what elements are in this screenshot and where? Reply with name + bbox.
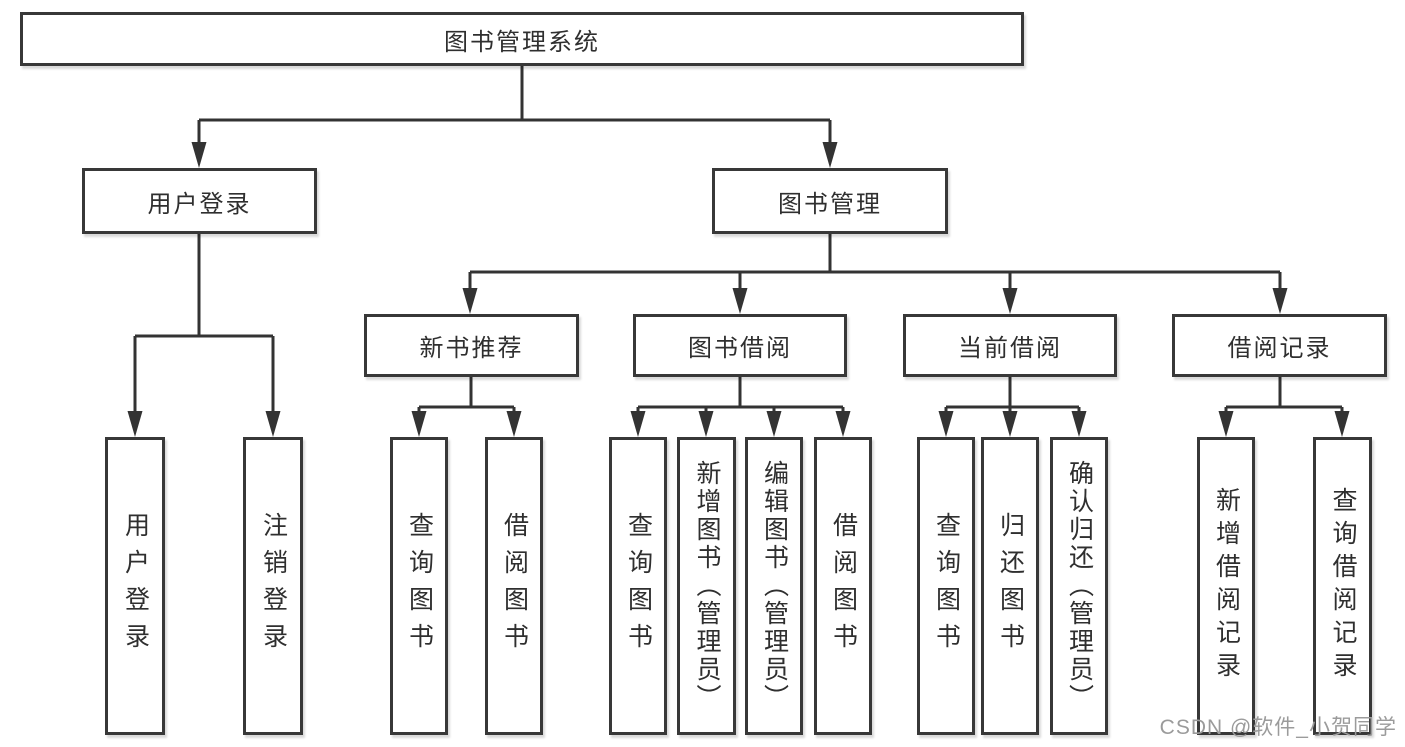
node-label: 图书管理系统 — [444, 28, 600, 56]
csdn-watermark: CSDN @软件_小贺同学 — [1159, 716, 1397, 739]
node-current-borrow: 当前借阅 — [903, 314, 1117, 377]
leaf-user-login: 用户登录 — [105, 437, 165, 735]
leaf-current-confirm-return-admin: 确认归还（管理员） — [1050, 437, 1108, 735]
node-book-borrow: 图书借阅 — [633, 314, 847, 377]
leaf-label: 新增图书（管理员） — [693, 460, 721, 712]
leaf-borrow-query-books: 查询图书 — [609, 437, 667, 735]
leaf-label: 查询借阅记录 — [1329, 487, 1357, 685]
node-user-login: 用户登录 — [82, 168, 317, 234]
node-borrow-record: 借阅记录 — [1172, 314, 1387, 377]
node-label: 用户登录 — [147, 190, 252, 218]
node-label: 当前借阅 — [958, 335, 1062, 362]
leaf-label: 新增借阅记录 — [1212, 487, 1241, 685]
leaf-label: 查询图书 — [405, 512, 434, 660]
leaf-recommend-query-books: 查询图书 — [390, 437, 448, 735]
leaf-borrow-borrow-books: 借阅图书 — [814, 437, 872, 735]
leaf-label: 注销登录 — [259, 512, 288, 660]
leaf-current-query-books: 查询图书 — [917, 437, 975, 735]
leaf-label: 编辑图书（管理员） — [760, 460, 789, 712]
leaf-label: 借阅图书 — [829, 512, 858, 660]
leaf-borrow-edit-books-admin: 编辑图书（管理员） — [745, 437, 803, 735]
leaf-label: 确认归还（管理员） — [1065, 460, 1094, 712]
node-book-management: 图书管理 — [712, 168, 948, 234]
leaf-label: 查询图书 — [624, 512, 653, 660]
node-new-book-recommend: 新书推荐 — [364, 314, 579, 377]
node-system-root: 图书管理系统 — [20, 12, 1024, 66]
node-label: 图书借阅 — [688, 335, 792, 362]
leaf-recommend-borrow-books: 借阅图书 — [485, 437, 543, 735]
leaf-record-add-borrow-record: 新增借阅记录 — [1197, 437, 1255, 735]
node-label: 图书管理 — [778, 190, 882, 218]
leaf-record-query-borrow-record: 查询借阅记录 — [1313, 437, 1372, 735]
leaf-borrow-add-books-admin: 新增图书（管理员） — [677, 437, 736, 735]
leaf-logout: 注销登录 — [243, 437, 303, 735]
node-label: 借阅记录 — [1227, 335, 1332, 362]
leaf-current-return-books: 归还图书 — [981, 437, 1039, 735]
leaf-label: 归还图书 — [996, 512, 1025, 660]
leaf-label: 借阅图书 — [500, 512, 529, 660]
node-label: 新书推荐 — [419, 335, 524, 362]
leaf-label: 查询图书 — [932, 512, 961, 660]
leaf-label: 用户登录 — [121, 512, 150, 660]
